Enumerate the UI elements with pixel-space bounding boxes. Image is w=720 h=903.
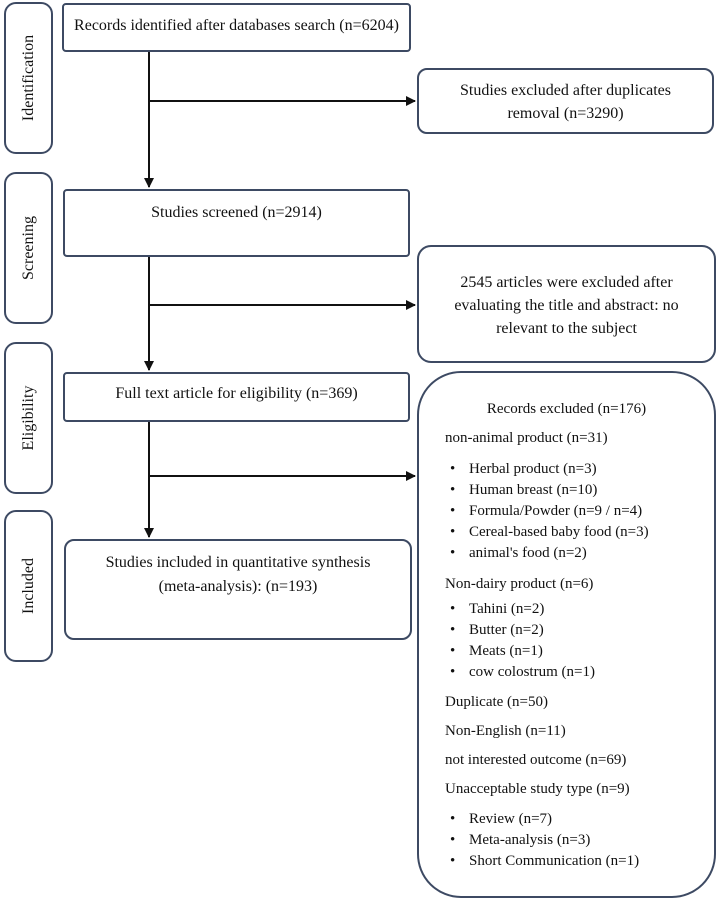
duplicates-excluded-box: Studies excluded after duplicates remova… [417,68,714,134]
list-item: Tahini (n=2) [450,601,544,618]
records-identified-box: Records identified after databases searc… [62,3,411,52]
studies-screened-box: Studies screened (n=2914) [63,189,410,257]
title-abstract-line1: 2545 articles were excluded after [460,274,673,291]
list-item: Human breast (n=10) [450,482,598,499]
records-identified-text: Records identified after databases searc… [74,17,399,34]
list-item: Cereal-based baby food (n=3) [450,524,649,541]
list-item: Review (n=7) [450,811,552,828]
records-excluded-box: Records excluded (n=176) non-animal prod… [417,371,716,898]
list-item: Meats (n=1) [450,643,543,660]
list-item: Herbal product (n=3) [450,461,597,478]
list-item: Short Communication (n=1) [450,853,639,870]
records-excluded-title: Records excluded (n=176) [486,401,647,417]
category-not-interested: not interested outcome (n=69) [445,752,627,768]
stage-included: Included [4,510,53,662]
full-text-box: Full text article for eligibility (n=369… [63,372,410,422]
category-duplicate: Duplicate (n=50) [445,694,549,710]
studies-included-box: Studies included in quantitative synthes… [64,539,412,640]
stage-eligibility: Eligibility [4,342,53,494]
category-non-animal: non-animal product (n=31) [445,430,608,446]
title-abstract-excluded-box: 2545 articles were excluded after evalua… [417,245,716,363]
list-item: Meta-analysis (n=3) [450,832,590,849]
studies-screened-text: Studies screened (n=2914) [151,204,322,221]
studies-included-line1: Studies included in quantitative synthes… [105,554,371,571]
stage-screening: Screening [4,172,53,324]
full-text-text: Full text article for eligibility (n=369… [115,385,358,402]
list-item: animal's food (n=2) [450,545,587,562]
title-abstract-line3: relevant to the subject [496,320,637,337]
list-item: Formula/Powder (n=9 / n=4) [450,503,642,520]
duplicates-excluded-line1: Studies excluded after duplicates [459,82,672,99]
category-non-dairy: Non-dairy product (n=6) [445,576,594,592]
title-abstract-line2: evaluating the title and abstract: no [454,297,679,314]
category-unacceptable: Unacceptable study type (n=9) [445,781,630,797]
list-item: Butter (n=2) [450,622,544,639]
duplicates-excluded-line2: removal (n=3290) [507,105,624,122]
studies-included-line2: (meta-analysis): (n=193) [158,578,318,595]
stage-identification: Identification [4,2,53,154]
list-item: cow colostrum (n=1) [450,664,595,681]
category-non-english: Non-English (n=11) [445,723,566,739]
